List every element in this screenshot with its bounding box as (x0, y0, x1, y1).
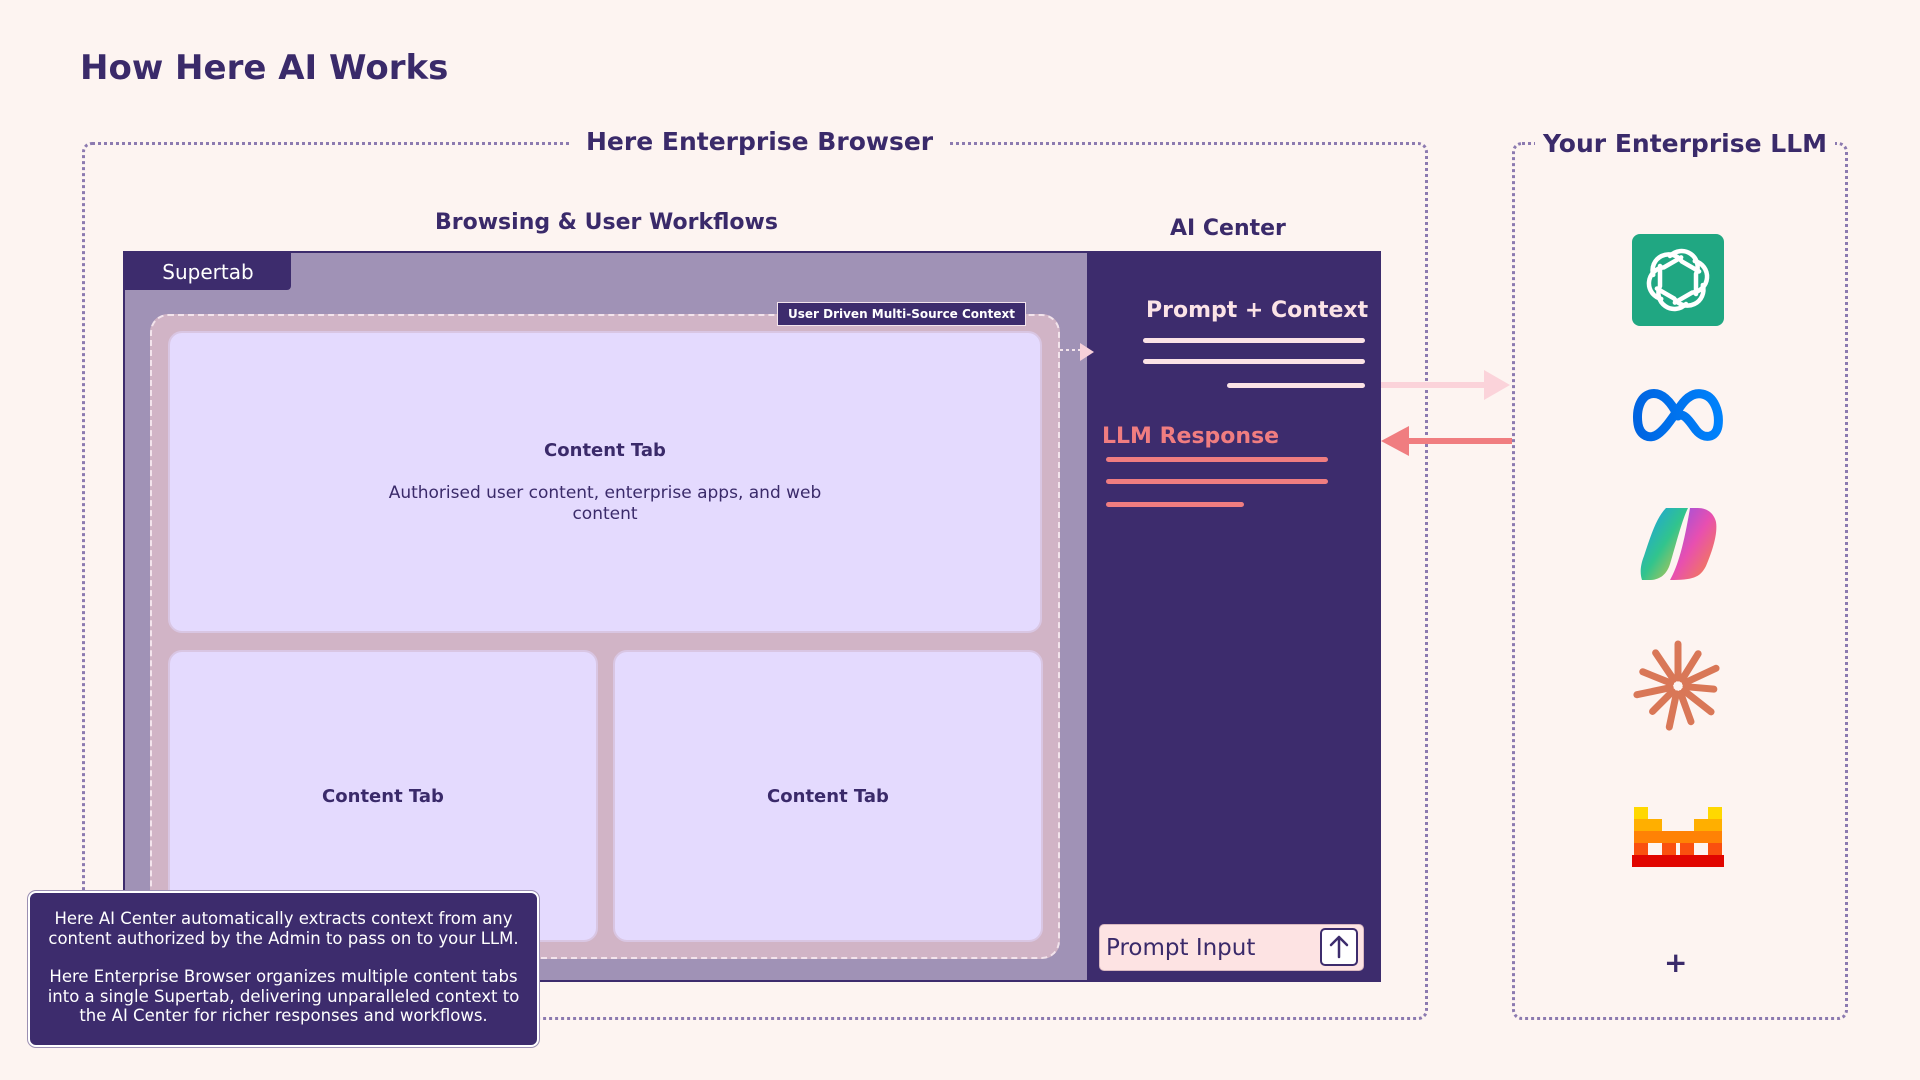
page-title: How Here AI Works (80, 48, 449, 88)
content-tab-title: Content Tab (767, 785, 889, 807)
llm-response-line (1106, 457, 1328, 462)
info-callout: Here AI Center automatically extracts co… (28, 891, 539, 1047)
ai-center-label: AI Center (1170, 216, 1286, 241)
prompt-input-placeholder: Prompt Input (1106, 935, 1256, 961)
ai-center-panel (1087, 251, 1381, 982)
prompt-context-line (1227, 383, 1365, 388)
browser-label: Here Enterprise Browser (572, 127, 948, 156)
context-badge: User Driven Multi-Source Context (777, 302, 1026, 326)
llm-label: Your Enterprise LLM (1535, 129, 1835, 158)
content-tab-title: Content Tab (544, 439, 666, 461)
meta-logo-icon (1632, 370, 1724, 462)
arrow-up-icon (1329, 935, 1349, 959)
mistral-logo-icon (1632, 794, 1724, 886)
info-paragraph: Here AI Center automatically extracts co… (48, 909, 519, 948)
prompt-context-title: Prompt + Context (1146, 298, 1369, 323)
content-tab-title: Content Tab (322, 785, 444, 807)
send-button[interactable] (1320, 928, 1358, 966)
openai-logo-icon (1632, 234, 1724, 326)
more-llms-plus: + (1664, 946, 1688, 979)
info-paragraph: Here Enterprise Browser organizes multip… (47, 967, 520, 1025)
prompt-context-line (1143, 338, 1365, 343)
llm-response-line (1106, 479, 1328, 484)
prompt-context-line (1143, 359, 1365, 364)
copilot-logo-icon (1632, 498, 1724, 590)
claude-logo-icon (1632, 640, 1724, 732)
supertab-tab[interactable]: Supertab (125, 253, 291, 290)
llm-response-line (1106, 502, 1244, 507)
workflows-label: Browsing & User Workflows (435, 210, 778, 235)
llm-response-title: LLM Response (1102, 424, 1280, 449)
content-tab-main[interactable]: Content Tab Authorised user content, ent… (168, 331, 1042, 633)
content-tab-right[interactable]: Content Tab (613, 650, 1043, 942)
content-tab-description: Authorised user content, enterprise apps… (388, 482, 822, 524)
prompt-input-field[interactable] (1099, 924, 1364, 971)
